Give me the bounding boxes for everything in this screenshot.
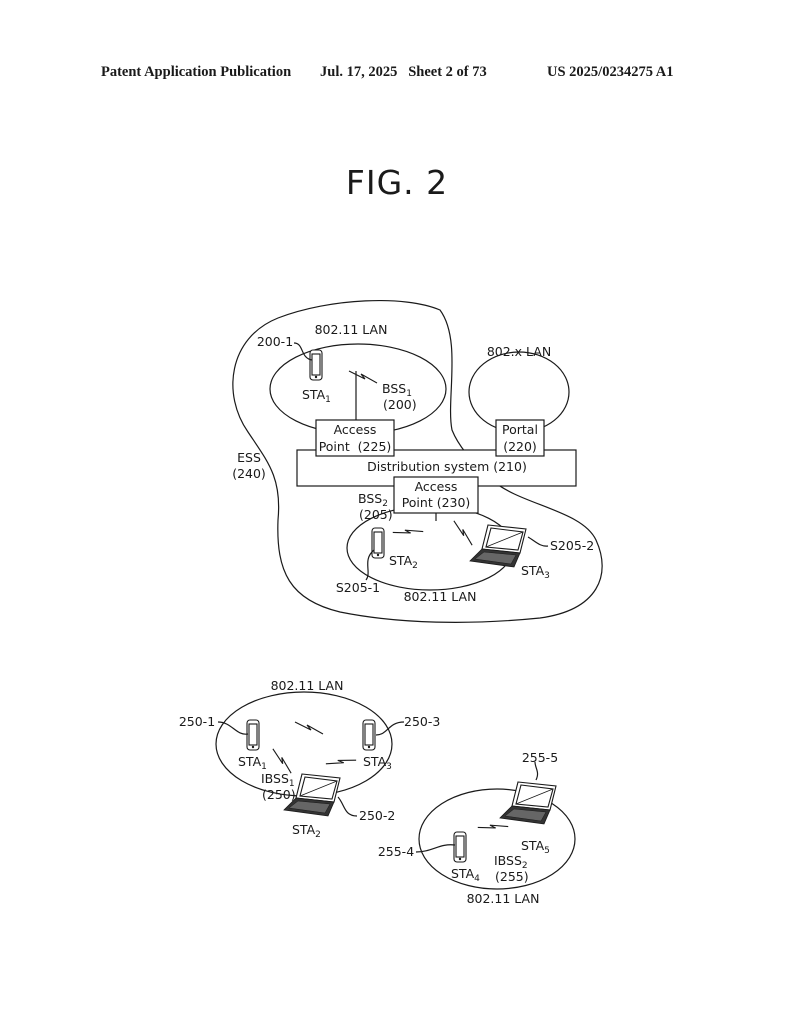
wireless-bolt-icon: [348, 370, 378, 384]
ibss1-sta3-ref: 250-3: [404, 714, 440, 729]
bss2-ref: (205): [359, 507, 393, 522]
ibss2-ref: (255): [495, 869, 529, 884]
portal-label-2: (220): [503, 439, 537, 454]
header-publication: Patent Application Publication: [101, 64, 292, 80]
wireless-bolt-icon: [325, 749, 357, 775]
ibss2-sta4-label: STA4: [451, 866, 480, 884]
ibss1-sta2-ref: 250-2: [359, 808, 395, 823]
ap-225-label-2: Point (225): [319, 439, 392, 454]
header-patent-number: US 2025/0234275 A1: [547, 64, 674, 80]
sta2-label: STA2: [389, 553, 418, 571]
access-point-230-box: [393, 476, 479, 514]
lan-x-label: 802.x LAN: [487, 344, 551, 359]
ap-230-label-1: Access: [415, 479, 458, 494]
distribution-system-label: Distribution system (210): [367, 459, 527, 474]
sta3-ref: S205-2: [550, 538, 594, 553]
ibss1-sta1-label: STA1: [238, 754, 267, 772]
wireless-bolt-icon: [447, 520, 479, 546]
ibss2-lan-label: 802.11 LAN: [467, 891, 540, 906]
sta2-ref: S205-1: [336, 580, 380, 595]
ibss2-sta4-ref: 255-4: [378, 844, 414, 859]
ibss1-sta1-ref: 250-1: [179, 714, 215, 729]
lan-top-label: 802.11 LAN: [315, 322, 388, 337]
ibss1-sta2-label: STA2: [292, 822, 321, 840]
ref-leader: [337, 796, 358, 817]
ibss2-sta5-laptop-icon: [499, 781, 557, 825]
ess-label: ESS: [237, 450, 261, 465]
ref-leader: [415, 844, 456, 853]
ref-leader: [534, 761, 539, 781]
ibss1-label: IBSS1: [261, 771, 295, 789]
ibss1-sta3-phone-icon: [362, 719, 376, 751]
ref-leader: [217, 721, 249, 735]
wireless-bolt-icon: [294, 721, 324, 735]
bss1-ref: (200): [383, 397, 417, 412]
wireless-bolt-icon: [266, 748, 298, 774]
ref-leader: [375, 721, 405, 736]
ess-ref: (240): [232, 466, 266, 481]
wireless-bolt-icon: [392, 520, 424, 544]
ibss2-label: IBSS2: [494, 853, 528, 871]
sta1-label: STA1: [302, 387, 331, 405]
bss2-label: BSS2: [358, 491, 388, 509]
ap-230-label-2: Point (230): [402, 495, 471, 510]
ibss1-ref: (250): [262, 787, 296, 802]
figure-title: FIG. 2: [345, 163, 449, 202]
ibss2-ellipse: [418, 788, 576, 890]
ap-225-label-1: Access: [334, 422, 377, 437]
ref-leader: [293, 342, 313, 361]
portal-box: [495, 419, 545, 457]
ref-leader: [365, 549, 375, 581]
ibss1-lan-label: 802.11 LAN: [271, 678, 344, 693]
header-date-sheet: Jul. 17, 2025 Sheet 2 of 73: [320, 64, 487, 80]
ibss2-sta5-ref: 255-5: [522, 750, 558, 765]
ref-leader: [527, 536, 549, 547]
lan-bottom-label: 802.11 LAN: [404, 589, 477, 604]
portal-label-1: Portal: [502, 422, 538, 437]
ibss1-sta1-phone-icon: [246, 719, 260, 751]
ibss2-sta4-phone-icon: [453, 831, 467, 863]
ibss1-sta3-label: STA3: [363, 754, 392, 772]
sta3-label: STA3: [521, 563, 550, 581]
sta1-phone-icon: [309, 349, 323, 381]
sta3-laptop-icon: [469, 524, 527, 568]
wireless-bolt-icon: [477, 815, 509, 839]
bss1-label: BSS1: [382, 381, 412, 399]
sta2-phone-icon: [371, 527, 385, 559]
ibss2-sta5-label: STA5: [521, 838, 550, 856]
sta1-ref: 200-1: [257, 334, 293, 349]
access-point-225-box: [315, 419, 395, 457]
